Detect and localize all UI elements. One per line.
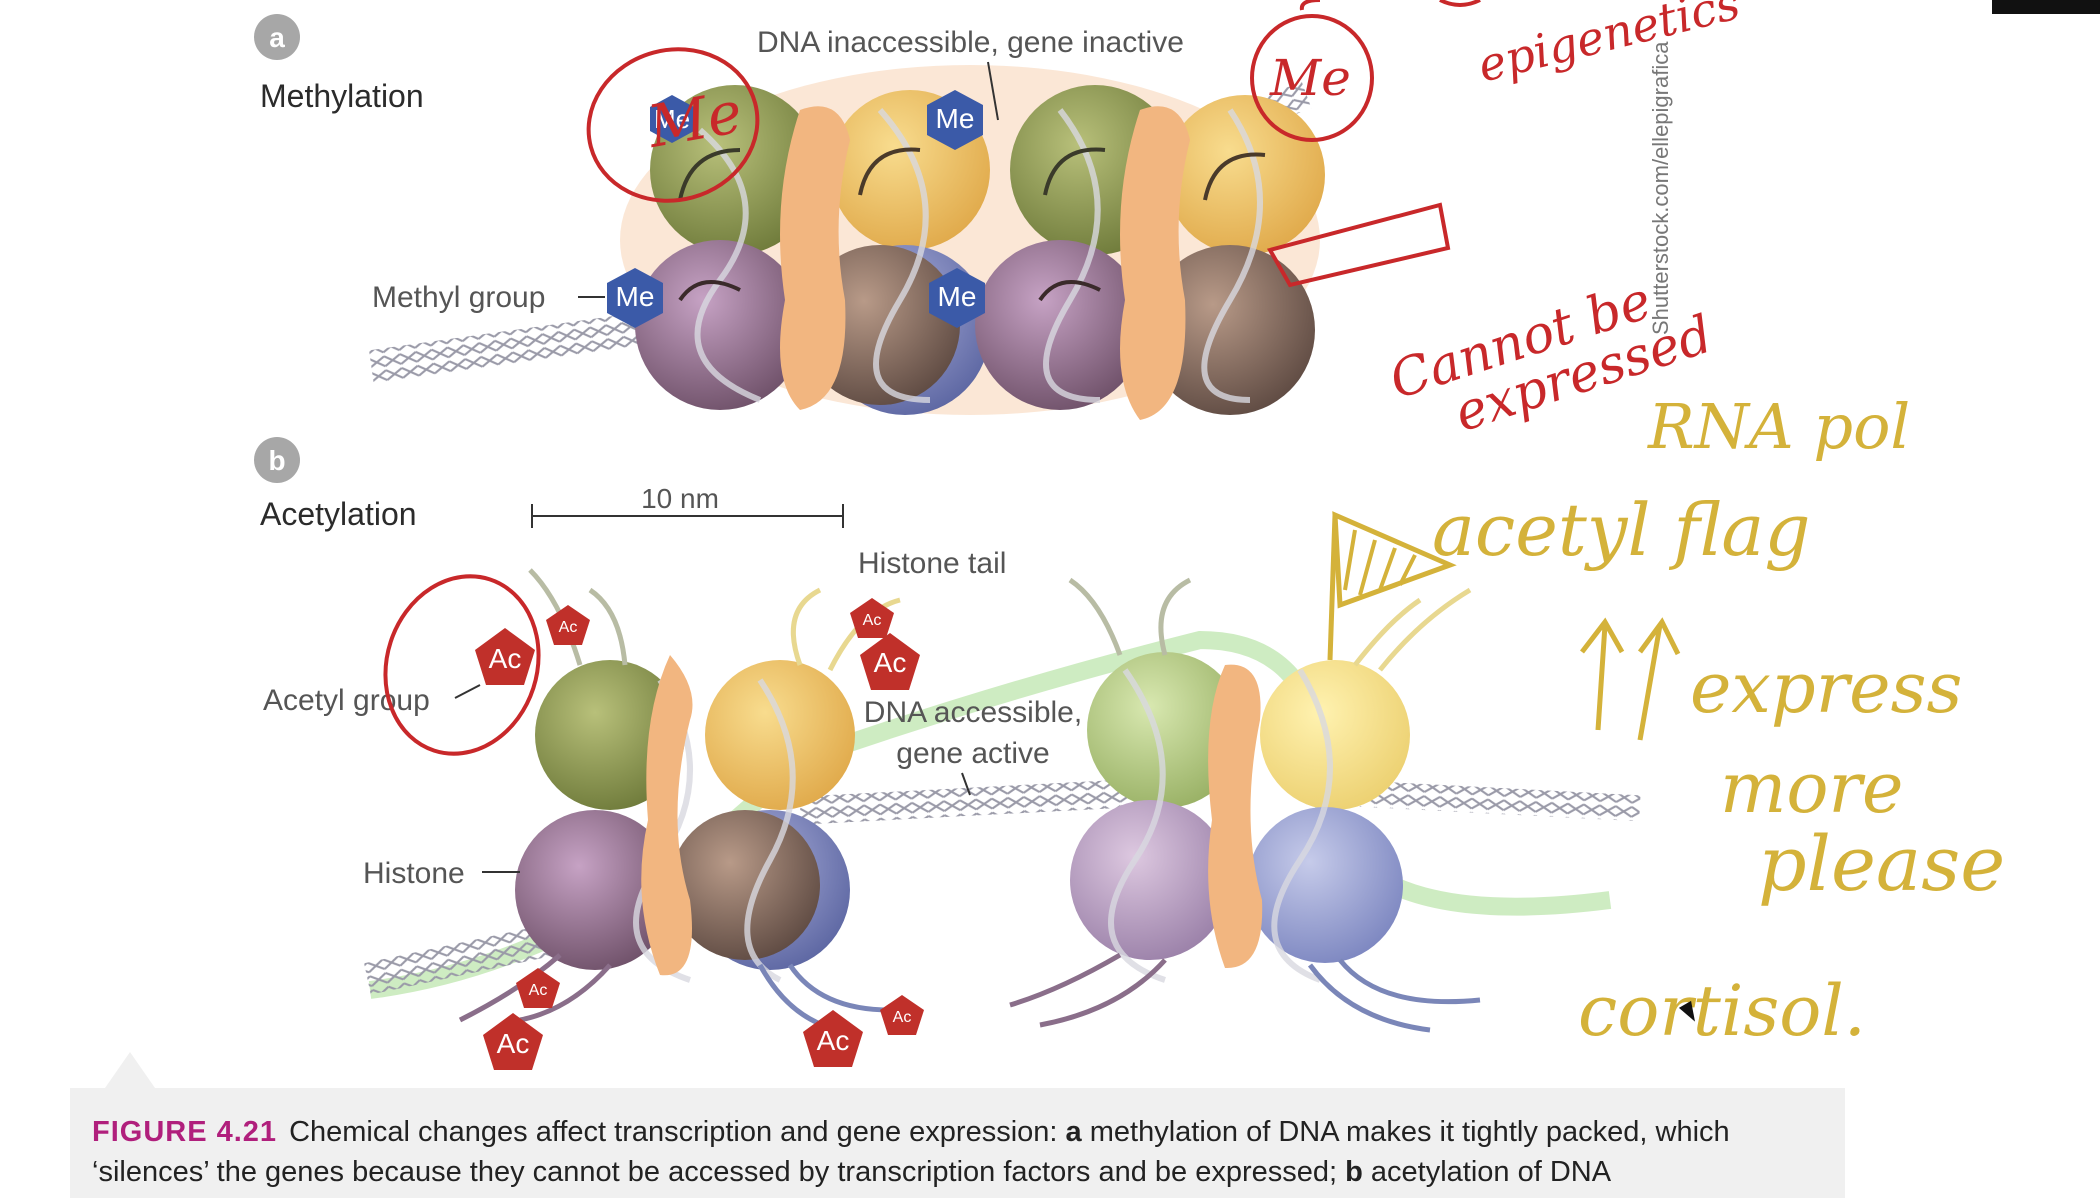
methyl-tag-3: Me	[607, 268, 663, 328]
svg-text:Me: Me	[936, 103, 975, 134]
histone-b2-blue	[1247, 807, 1403, 963]
svg-text:Ac: Ac	[893, 1009, 912, 1026]
annotation-please: please	[1758, 819, 2005, 908]
caption-text-3: acetylation of DNA	[1362, 1156, 1612, 1188]
acetyl-tag-4: Ac	[850, 598, 894, 638]
histone-b2-yellow	[1260, 660, 1410, 810]
corner-overlay	[1992, 0, 2100, 14]
dna-strand-b-middle	[799, 779, 1131, 825]
histone-b2-green	[1087, 652, 1243, 808]
svg-text:Ac: Ac	[863, 612, 882, 629]
annotation-me-2: Me	[1269, 49, 1351, 107]
label-histone-tail: Histone tail	[858, 547, 1006, 580]
caption-text-2: methylation of DNA makes it tightly pack…	[92, 1116, 1730, 1188]
svg-text:Ac: Ac	[497, 1028, 530, 1059]
flag-drawing	[1327, 511, 1457, 661]
linker-histone-b-2	[1208, 664, 1263, 969]
annotation-express: express	[1690, 647, 1962, 729]
svg-text:Me: Me	[654, 104, 690, 134]
annotation-cortisol: cortisol.	[1578, 970, 1866, 1052]
annotation-acetyl-flag: acetyl flag	[1432, 488, 1810, 572]
nucleosome-b-left	[458, 568, 901, 1033]
red-circle-acetyl	[383, 574, 541, 756]
caption-text-1: Chemical changes affect transcription an…	[289, 1116, 1066, 1148]
caption-pointer	[105, 1052, 155, 1088]
label-acetyl-group: Acetyl group	[263, 684, 430, 717]
acetylation-title: Acetylation	[260, 496, 417, 532]
label-dna-inaccessible: DNA inaccessible, gene inactive	[757, 26, 1184, 59]
linker-histone-a-1	[780, 106, 850, 410]
svg-text:Ac: Ac	[874, 647, 907, 678]
figure-label: FIGURE 4.21	[92, 1116, 278, 1148]
histone-b-yellow	[705, 660, 855, 810]
nucleosome-b-right	[1009, 577, 1481, 1033]
svg-text:Me: Me	[616, 281, 655, 312]
label-dna-accessible-1: DNA accessible,	[864, 696, 1082, 729]
annotation-more: more	[1720, 747, 1903, 829]
svg-text:Me: Me	[938, 281, 977, 312]
caption-bold-b: b	[1345, 1156, 1363, 1188]
leader-acetyl-group	[454, 684, 481, 699]
linker-histone-a-2	[1120, 106, 1190, 420]
acetyl-tag-3: Ac	[860, 633, 920, 690]
methyl-tag-4: Me	[929, 268, 985, 328]
badge-a-text: a	[269, 22, 285, 53]
badge-b-text: b	[268, 445, 285, 476]
scale-bar-label: 10 nm	[641, 483, 719, 514]
dna-strand-b-right	[1359, 780, 1641, 822]
red-circle-methyl	[586, 47, 760, 203]
label-dna-accessible-2: gene active	[896, 737, 1049, 770]
svg-text:Ac: Ac	[817, 1025, 850, 1056]
methyl-tag-2: Me	[927, 90, 983, 150]
methyl-tag-1: Me	[650, 95, 694, 143]
caption-bold-a: a	[1065, 1116, 1082, 1148]
acetyl-tag-6: Ac	[516, 968, 560, 1008]
panel-a-header: a Methylation	[254, 14, 424, 114]
svg-text:Ac: Ac	[529, 982, 548, 999]
annotation-rna-pol: RNA pol	[1647, 390, 1910, 463]
red-scribble-top	[1299, 0, 1481, 11]
acetyl-tag-2: Ac	[546, 605, 590, 645]
label-methyl-group: Methyl group	[372, 281, 545, 314]
histone-b-brown	[670, 810, 820, 960]
acetyl-tag-1: Ac	[475, 628, 535, 685]
histone-a-purple-1	[635, 240, 805, 410]
up-arrows	[1580, 617, 1681, 741]
leader-dna-inaccessible	[987, 61, 999, 121]
red-highlight-dna	[1266, 202, 1451, 288]
histone-a-brown-2	[1145, 245, 1315, 415]
acetyl-tag-5: Ac	[483, 1013, 543, 1070]
annotation-me-1: Me	[642, 78, 747, 161]
annotation-epigenetics: epigenetics	[1472, 0, 1745, 93]
image-credit: Shutterstock.com/ellepigrafica	[1648, 41, 1673, 335]
scale-bar: 10 nm	[531, 483, 844, 528]
acetyl-tag-8: Ac	[880, 995, 924, 1035]
methylation-title: Methylation	[260, 78, 424, 114]
badge-b	[254, 437, 300, 483]
methyl-tags: Me Me Me Me	[607, 90, 985, 328]
panel-b-header: b Acetylation	[254, 437, 417, 532]
acetyl-tag-7: Ac	[803, 1010, 863, 1067]
histone-a-yellow-2	[1165, 95, 1325, 255]
leader-dna-accessible	[961, 772, 971, 796]
histone-a-purple-2	[975, 240, 1145, 410]
red-circle-me	[1250, 14, 1374, 142]
histone-b2-purple	[1070, 800, 1230, 960]
badge-a	[254, 14, 300, 60]
label-histone: Histone	[363, 857, 465, 890]
svg-text:Ac: Ac	[559, 619, 578, 636]
dna-strand-a-left	[369, 309, 661, 385]
linker-histone-b-1	[641, 655, 693, 976]
figure-caption: FIGURE 4.21 Chemical changes affect trans…	[70, 1088, 1845, 1198]
svg-text:Ac: Ac	[489, 643, 522, 674]
acetyl-tags: Ac Ac Ac Ac Ac Ac Ac Ac	[475, 598, 924, 1070]
handwritten-gold-annotations: RNA pol acetyl flag express more please …	[1327, 390, 2005, 1052]
